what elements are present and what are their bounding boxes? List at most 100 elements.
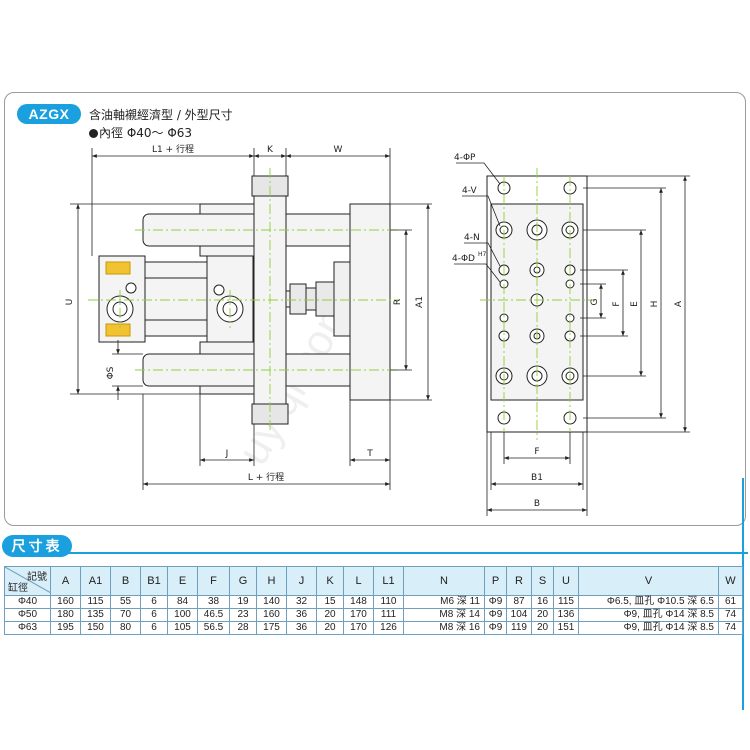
table-cell: 180 bbox=[50, 608, 81, 622]
cylinder-body bbox=[144, 261, 208, 337]
column-header: A bbox=[50, 566, 81, 596]
table-cell: 19 bbox=[229, 595, 257, 609]
table-cell: 38 bbox=[197, 595, 230, 609]
column-header: N bbox=[403, 566, 485, 596]
label-a1: A1 bbox=[415, 296, 425, 308]
dimension-table-title: 尺寸表 bbox=[2, 535, 72, 557]
side-leaders bbox=[454, 162, 501, 283]
bore-cell: Φ40 bbox=[4, 595, 51, 609]
bore-range-text: 內徑 Φ40～ Φ63 bbox=[99, 126, 193, 140]
label-e: E bbox=[630, 301, 640, 307]
table-cell: 20 bbox=[531, 621, 554, 635]
table-cell: 170 bbox=[343, 621, 374, 635]
technical-drawing: uyiqi.com bbox=[65, 143, 690, 516]
bullet-icon bbox=[89, 129, 98, 138]
label-f-vertical: F bbox=[612, 301, 622, 306]
column-header: B1 bbox=[140, 566, 168, 596]
label-l1: L1 + 行程 bbox=[152, 143, 194, 155]
label-s: ΦS bbox=[106, 366, 116, 379]
table-cell: 150 bbox=[80, 621, 111, 635]
corner-symbol-label: 記號 bbox=[27, 572, 47, 583]
label-r: R bbox=[393, 299, 403, 305]
bore-cell: Φ63 bbox=[4, 621, 51, 635]
column-header: B bbox=[110, 566, 141, 596]
column-header: F bbox=[197, 566, 230, 596]
table-cell: 74 bbox=[718, 608, 743, 622]
table-cell: Φ9 bbox=[484, 621, 507, 635]
spring-upper-left bbox=[105, 261, 131, 275]
front-labels: L1 + 行程 K W U ΦS R A1 J T L + 行程 bbox=[65, 143, 425, 483]
table-cell: 151 bbox=[553, 621, 579, 635]
column-header: V bbox=[578, 566, 719, 596]
table-cell: 84 bbox=[167, 595, 198, 609]
table-cell: 32 bbox=[286, 595, 317, 609]
column-header: W bbox=[718, 566, 743, 596]
table-cell: 105 bbox=[167, 621, 198, 635]
table-cell: 6 bbox=[140, 608, 168, 622]
table-cell: M8 深 14 bbox=[403, 608, 485, 622]
label-l: L + 行程 bbox=[248, 471, 284, 483]
side-dimensions bbox=[486, 175, 690, 516]
label-t: T bbox=[366, 449, 373, 459]
column-header: H bbox=[256, 566, 287, 596]
table-cell: 28 bbox=[229, 621, 257, 635]
table-cell: 148 bbox=[343, 595, 374, 609]
label-4v: 4-V bbox=[462, 186, 477, 196]
label-h: H bbox=[650, 301, 660, 308]
front-plate bbox=[349, 203, 391, 401]
label-a: A bbox=[674, 300, 684, 307]
label-b1: B1 bbox=[531, 473, 543, 483]
table-cell: Φ9, 皿孔 Φ14 深 8.5 bbox=[578, 621, 719, 635]
label-j: J bbox=[225, 449, 229, 459]
table-cell: Φ9 bbox=[484, 608, 507, 622]
column-header: E bbox=[167, 566, 198, 596]
column-header: R bbox=[506, 566, 532, 596]
table-cell: 74 bbox=[718, 621, 743, 635]
table-cell: 160 bbox=[50, 595, 81, 609]
table-cell: 16 bbox=[531, 595, 554, 609]
table-cell: 175 bbox=[256, 621, 287, 635]
model-badge: AZGX bbox=[17, 104, 81, 124]
column-header: L1 bbox=[373, 566, 404, 596]
table-cell: 115 bbox=[80, 595, 111, 609]
table-cell: 15 bbox=[316, 595, 344, 609]
table-cell: M6 深 11 bbox=[403, 595, 485, 609]
table-cell: 20 bbox=[316, 621, 344, 635]
bore-cell: Φ50 bbox=[4, 608, 51, 622]
table-cell: Φ9, 皿孔 Φ14 深 8.5 bbox=[578, 608, 719, 622]
column-header: S bbox=[531, 566, 554, 596]
table-cell: 126 bbox=[373, 621, 404, 635]
table-cell: M8 深 16 bbox=[403, 621, 485, 635]
front-dimensions bbox=[70, 148, 432, 490]
table-cell: 104 bbox=[506, 608, 532, 622]
table-cell: 80 bbox=[110, 621, 141, 635]
table-cell: 23 bbox=[229, 608, 257, 622]
table-cell: Φ9 bbox=[484, 595, 507, 609]
table-cell: 6 bbox=[140, 595, 168, 609]
table-cell: 20 bbox=[316, 608, 344, 622]
label-4n: 4-N bbox=[464, 233, 480, 243]
column-header: L bbox=[343, 566, 374, 596]
label-k: K bbox=[267, 145, 274, 155]
column-header: A1 bbox=[80, 566, 111, 596]
table-cell: Φ6.5, 皿孔 Φ10.5 深 6.5 bbox=[578, 595, 719, 609]
label-g: G bbox=[590, 298, 600, 305]
label-u: U bbox=[65, 299, 75, 306]
table-cell: 135 bbox=[80, 608, 111, 622]
side-labels: 4-ΦP 4-V 4-N 4-ΦD H7 G F E H A F B1 B bbox=[452, 153, 684, 509]
table-cell: 170 bbox=[343, 608, 374, 622]
table-cell: 6 bbox=[140, 621, 168, 635]
rod-nut bbox=[289, 283, 307, 315]
side-centerlines bbox=[480, 168, 595, 440]
table-cell: 70 bbox=[110, 608, 141, 622]
label-f-horizontal: F bbox=[534, 447, 539, 457]
drawing-title: 含油軸襯經濟型 / 外型尺寸 bbox=[89, 108, 233, 122]
table-cell: 56.5 bbox=[197, 621, 230, 635]
table-cell: 160 bbox=[256, 608, 287, 622]
label-w: W bbox=[334, 145, 343, 155]
table-cell: 115 bbox=[553, 595, 579, 609]
